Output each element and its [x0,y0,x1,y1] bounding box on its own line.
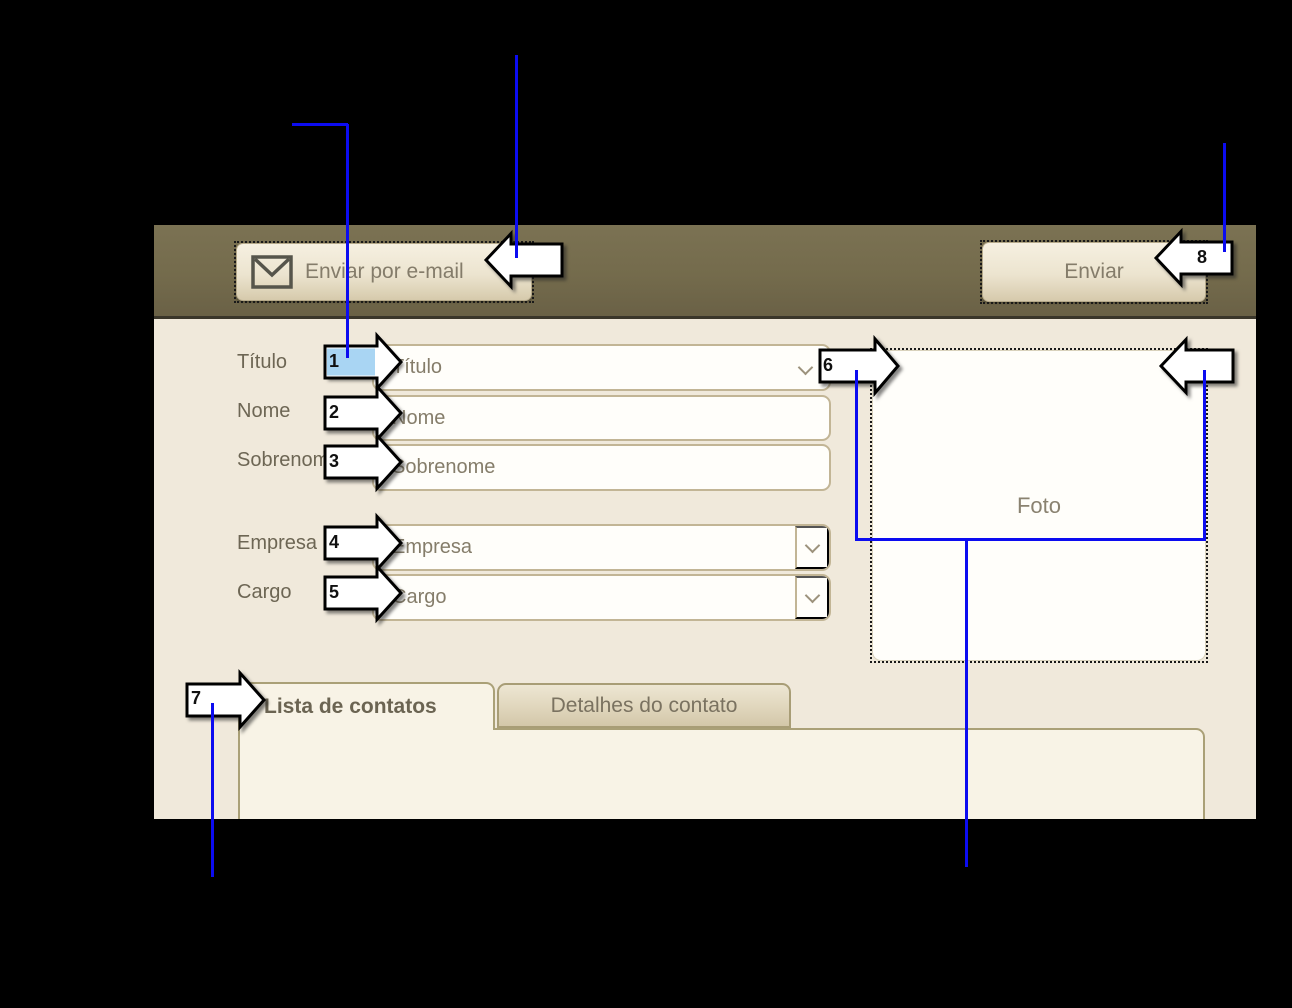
tab-lista-de-contatos[interactable]: Lista de contatos [238,682,495,730]
empresa-combobox [372,524,831,571]
nome-field [372,395,831,441]
photo-attachment-box[interactable]: Foto [872,350,1206,661]
send-by-email-button[interactable]: Enviar por e-mail [236,243,532,301]
cargo-combobox [372,574,831,621]
tab-detalhes-label: Detalhes do contato [550,693,738,717]
sobrenome-field [372,444,831,491]
tab-detalhes-do-contato[interactable]: Detalhes do contato [497,683,791,728]
chevron-down-icon [804,537,820,554]
empresa-label: Empresa [237,532,318,554]
titulo-input[interactable] [374,346,829,389]
cargo-label: Cargo [237,581,292,603]
titulo-label: Título [237,351,288,373]
empresa-dropdown-button[interactable] [795,526,829,569]
photo-placeholder-label: Foto [1016,492,1062,518]
tab-lista-label: Lista de contatos [264,695,437,718]
send-by-email-label: Enviar por e-mail [305,260,464,283]
nome-label: Nome [237,400,291,422]
titulo-combobox [372,344,831,391]
photo-focus-marquee: Foto [870,348,1208,663]
contact-form-window: Enviar por e-mail Enviar Título Nome Sob… [154,225,1256,819]
sobrenome-label: Sobrenome [237,449,341,471]
cargo-dropdown-button[interactable] [795,576,829,619]
cargo-input[interactable] [374,576,795,619]
toolbar: Enviar por e-mail Enviar [154,225,1256,319]
nome-input[interactable] [374,397,829,439]
empresa-input[interactable] [374,526,795,569]
chevron-down-icon [804,587,820,604]
send-button[interactable]: Enviar [982,242,1206,302]
send-button-label: Enviar [1064,260,1124,283]
envelope-icon [251,255,293,289]
sobrenome-input[interactable] [374,446,829,489]
send-button-focus-marquee: Enviar [980,240,1208,304]
email-button-focus-marquee: Enviar por e-mail [234,241,534,303]
tab-content-panel [238,728,1205,819]
